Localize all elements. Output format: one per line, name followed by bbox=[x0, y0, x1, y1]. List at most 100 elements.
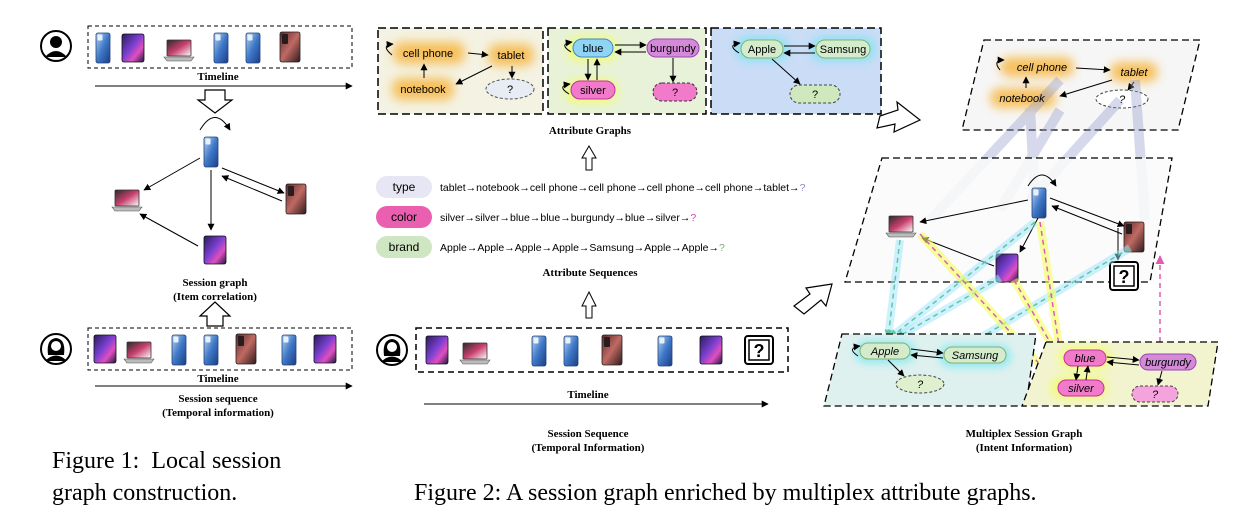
type-unknown-label: ? bbox=[507, 84, 513, 96]
fig2-arrow-to-multiplex-top bbox=[876, 100, 922, 133]
brand-apple-label: Apple bbox=[748, 44, 776, 56]
color-silver-node bbox=[570, 80, 616, 100]
type-tablet-label: tablet bbox=[498, 50, 525, 62]
mx-brand-unknown-label: ? bbox=[917, 379, 924, 391]
mx-cellphone-label: cell phone bbox=[1017, 62, 1067, 74]
fig2-caption: Figure 2: A session graph enriched by mu… bbox=[414, 480, 1037, 506]
seq-brand-label: brand bbox=[389, 240, 420, 254]
fig1-top-user-icon bbox=[40, 30, 72, 62]
brand-apple-node bbox=[740, 39, 784, 59]
fig2-arrow-to-multiplex-bottom bbox=[793, 283, 833, 315]
fig1-graph-tablet bbox=[203, 235, 227, 265]
multiplex-silver-node bbox=[1057, 379, 1105, 397]
multiplex-brand-plane bbox=[823, 333, 1037, 407]
seq-brand-text: Apple→Apple→Apple→Apple→Samsung→Apple→Ap… bbox=[440, 242, 725, 254]
multiplex-phone bbox=[1031, 187, 1047, 219]
multiplex-macbook bbox=[885, 215, 917, 238]
session-sequence-sub: (Temporal Information) bbox=[532, 442, 645, 454]
mx-apple-label: Apple bbox=[870, 346, 899, 358]
mx-blue-label: blue bbox=[1075, 353, 1096, 365]
color-unknown-node bbox=[652, 82, 698, 102]
fig1-top-items bbox=[95, 31, 301, 64]
seq-color-text: silver→silver→blue→blue→burgundy→blue→si… bbox=[440, 212, 696, 224]
multiplex-type-edge4 bbox=[1127, 81, 1135, 91]
fig1-up-hollow-arrow bbox=[198, 301, 232, 327]
mx-type-unknown-label: ? bbox=[1119, 94, 1126, 106]
fig1-timeline-label: Timeline bbox=[197, 71, 238, 83]
fig1-bottom-sequence-box bbox=[87, 327, 353, 371]
fig1-graph-phone bbox=[203, 136, 219, 168]
fig2-up-arrow-graphs bbox=[581, 145, 597, 171]
brand-edge-apple-unknown bbox=[771, 58, 801, 85]
brand-self-loop bbox=[732, 40, 741, 54]
multiplex-phone-loop bbox=[1027, 174, 1057, 187]
mx-brand-edge2 bbox=[910, 352, 944, 360]
multiplex-type-loop bbox=[996, 56, 1005, 71]
fig2-unknown-item-mark: ? bbox=[754, 341, 765, 361]
color-self-loop-blue bbox=[564, 39, 573, 53]
seq-brand-pill bbox=[376, 236, 432, 258]
mx-brand-edge1 bbox=[910, 348, 944, 356]
seq-color-pill bbox=[376, 206, 432, 228]
color-blue-label: blue bbox=[583, 43, 604, 55]
seq-color-label: color bbox=[391, 210, 417, 224]
multiplex-item-plane bbox=[844, 157, 1173, 283]
color-blue-node bbox=[572, 38, 614, 58]
fig1-edge-tab-mac bbox=[139, 213, 199, 247]
type-graph-glow bbox=[392, 42, 534, 100]
brand-samsung-label: Samsung bbox=[820, 44, 866, 56]
type-self-loop bbox=[385, 40, 394, 56]
mx-color-edge4 bbox=[1083, 365, 1091, 381]
multiplex-burgundy-node bbox=[1139, 353, 1197, 371]
mx-color-edge2 bbox=[1106, 359, 1140, 367]
fig2-sequence-box bbox=[415, 327, 789, 373]
mx-edge-phone-mac bbox=[919, 199, 1029, 225]
fig1-top-sequence-box bbox=[87, 25, 353, 69]
fig1-bottom-items bbox=[93, 333, 337, 366]
fig2-user-icon bbox=[376, 334, 408, 366]
brand-unknown-label: ? bbox=[812, 89, 818, 101]
mx-samsung-label: Samsung bbox=[952, 350, 999, 362]
mx-color-edge5 bbox=[1156, 370, 1164, 386]
fig1-session-seq-sub: (Temporal information) bbox=[162, 407, 274, 419]
mx-color-edge3 bbox=[1073, 365, 1081, 381]
fig2-up-arrow-sequences bbox=[581, 290, 597, 319]
fig1-edge-phone-sam bbox=[221, 167, 285, 194]
multiplex-type-glow bbox=[990, 57, 1158, 108]
multiplex-unknown-item-mark: ? bbox=[1119, 267, 1130, 287]
multiplex-sub: (Intent Information) bbox=[976, 442, 1073, 454]
type-unknown-node bbox=[485, 78, 535, 100]
attribute-graphs-title: Attribute Graphs bbox=[549, 125, 632, 137]
fig2-timeline-label: Timeline bbox=[567, 389, 608, 401]
multiplex-type-plane bbox=[961, 39, 1201, 131]
multiplex-type-unknown bbox=[1095, 89, 1149, 109]
multiplex-color-plane bbox=[1021, 341, 1219, 407]
multiplex-type-edge1 bbox=[1075, 66, 1111, 74]
type-cellphone-label: cell phone bbox=[403, 48, 453, 60]
fig1-down-hollow-arrow bbox=[196, 89, 234, 114]
fig1-session-graph-sub: (Item correlation) bbox=[173, 291, 257, 303]
mx-edge-sam-phone bbox=[1051, 205, 1123, 235]
mx-burgundy-label: burgundy bbox=[1145, 357, 1192, 369]
type-edge-cell-tablet bbox=[467, 50, 489, 58]
multiplex-apple-node bbox=[859, 342, 911, 360]
fig1-session-graph-title: Session graph bbox=[182, 277, 247, 289]
mx-color-unknown-label: ? bbox=[1152, 389, 1159, 401]
fig1-timeline-label-bottom: Timeline bbox=[197, 373, 238, 385]
multiplex-samsung-node bbox=[943, 346, 1007, 364]
multiplex-title: Multiplex Session Graph bbox=[966, 428, 1083, 440]
seq-type-label: type bbox=[393, 180, 416, 194]
fig1-session-seq-title: Session sequence bbox=[178, 393, 257, 405]
type-notebook-label: notebook bbox=[400, 84, 446, 96]
seq-type-pill bbox=[376, 176, 432, 198]
mx-edge-phone-sam bbox=[1049, 197, 1125, 228]
mx-brand-loop bbox=[852, 343, 861, 357]
fig1-graph-macbook bbox=[111, 189, 143, 212]
multiplex-color-unknown bbox=[1131, 385, 1179, 403]
fig2-sequence-items bbox=[425, 334, 774, 367]
mx-silver-label: silver bbox=[1068, 383, 1095, 395]
color-burgundy-node bbox=[646, 38, 700, 58]
fig1-self-loop bbox=[199, 117, 231, 131]
fig1-edge-sam-phone bbox=[221, 175, 283, 202]
